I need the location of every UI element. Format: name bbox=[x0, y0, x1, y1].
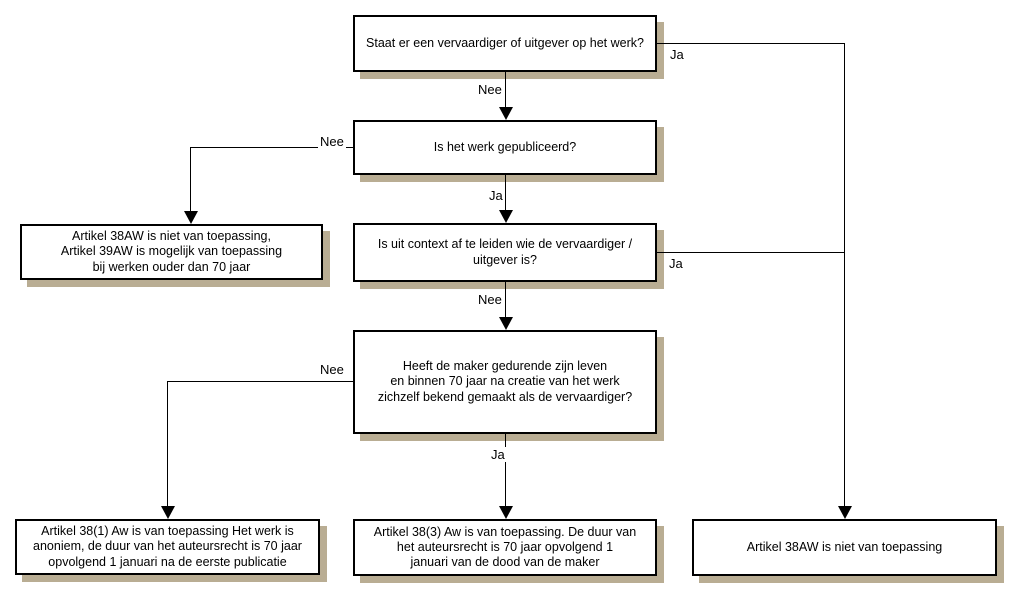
connector-q4-nee-vertical bbox=[167, 381, 168, 508]
connector-q3-ja-horizontal bbox=[657, 252, 844, 253]
arrowhead-into-anonymous bbox=[161, 506, 175, 519]
node-text: Is uit context af te leiden wie de verva… bbox=[377, 237, 633, 267]
node-text: Artikel 38(1) Aw is van toepassing Het w… bbox=[33, 524, 302, 569]
node-text: Is het werk gepubliceerd? bbox=[433, 139, 577, 154]
arrowhead-into-q4 bbox=[499, 317, 513, 330]
node-text: Artikel 38(3) Aw is van toepassing. De d… bbox=[373, 524, 637, 570]
connector-q1-to-q2 bbox=[505, 72, 506, 109]
node-text: Staat er een vervaardiger of uitgever op… bbox=[366, 35, 644, 50]
node-question-maker-revealed: Heeft de maker gedurende zijn leven en b… bbox=[353, 330, 657, 434]
edge-label-q4-nee: Nee bbox=[318, 362, 346, 377]
connector-q3-to-q4 bbox=[505, 282, 506, 319]
node-result-maker-known: Artikel 38(3) Aw is van toepassing. De d… bbox=[353, 519, 657, 576]
edge-label-q3-ja: Ja bbox=[667, 256, 685, 271]
connector-right-vertical bbox=[844, 43, 845, 508]
node-question-context: Is uit context af te leiden wie de verva… bbox=[353, 223, 657, 282]
connector-q1-ja-horizontal bbox=[657, 43, 845, 44]
edge-label-q1-ja: Ja bbox=[668, 47, 686, 62]
connector-q2-to-q3 bbox=[505, 175, 506, 212]
connector-q2-nee-vertical bbox=[190, 147, 191, 212]
node-text: Artikel 38AW is niet van toepassing, Art… bbox=[60, 229, 283, 274]
edge-label-q3-nee: Nee bbox=[476, 292, 504, 307]
node-result-not-applicable: Artikel 38AW is niet van toepassing bbox=[692, 519, 997, 576]
arrowhead-into-q3 bbox=[499, 210, 513, 223]
node-result-not-published: Artikel 38AW is niet van toepassing, Art… bbox=[20, 224, 323, 280]
node-result-anonymous: Artikel 38(1) Aw is van toepassing Het w… bbox=[15, 519, 320, 575]
node-text: Heeft de maker gedurende zijn leven en b… bbox=[377, 359, 633, 404]
arrowhead-into-not-applicable bbox=[838, 506, 852, 519]
node-question-published: Is het werk gepubliceerd? bbox=[353, 120, 657, 175]
connector-q4-ja-vertical bbox=[505, 434, 506, 508]
edge-label-q4-ja: Ja bbox=[489, 447, 507, 462]
node-text: Artikel 38AW is niet van toepassing bbox=[746, 539, 943, 554]
edge-label-q2-ja: Ja bbox=[487, 188, 505, 203]
node-question-creator-on-work: Staat er een vervaardiger of uitgever op… bbox=[353, 15, 657, 72]
connector-q4-nee-horizontal bbox=[167, 381, 353, 382]
edge-label-q1-nee: Nee bbox=[476, 82, 504, 97]
arrowhead-into-q2 bbox=[499, 107, 513, 120]
arrowhead-into-maker-known bbox=[499, 506, 513, 519]
edge-label-q2-nee: Nee bbox=[318, 134, 346, 149]
arrowhead-into-not-published bbox=[184, 211, 198, 224]
connector-q2-nee-horizontal bbox=[190, 147, 353, 148]
